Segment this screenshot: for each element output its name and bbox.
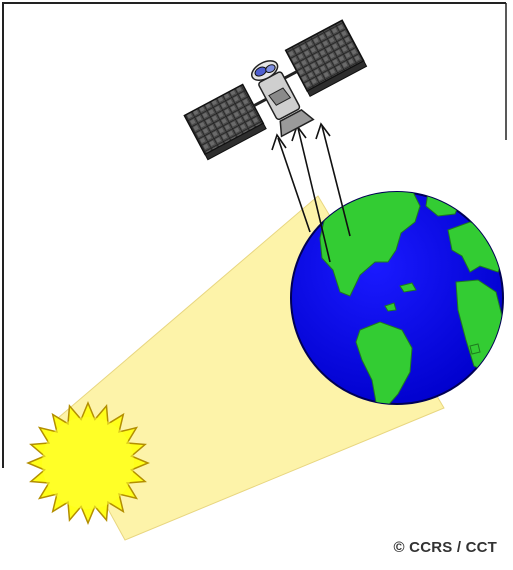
arrow-3 <box>315 122 351 237</box>
arrow-1 <box>271 133 311 233</box>
solar-panel-left <box>183 83 267 161</box>
satellite-icon <box>183 19 368 161</box>
reflection-arrows <box>271 122 351 263</box>
copyright-credit: © CCRS / CCT <box>393 539 497 556</box>
satellite-body <box>251 60 315 138</box>
earth-globe-icon <box>290 191 504 405</box>
sun-icon <box>26 401 150 525</box>
solar-panel-right <box>284 19 368 97</box>
